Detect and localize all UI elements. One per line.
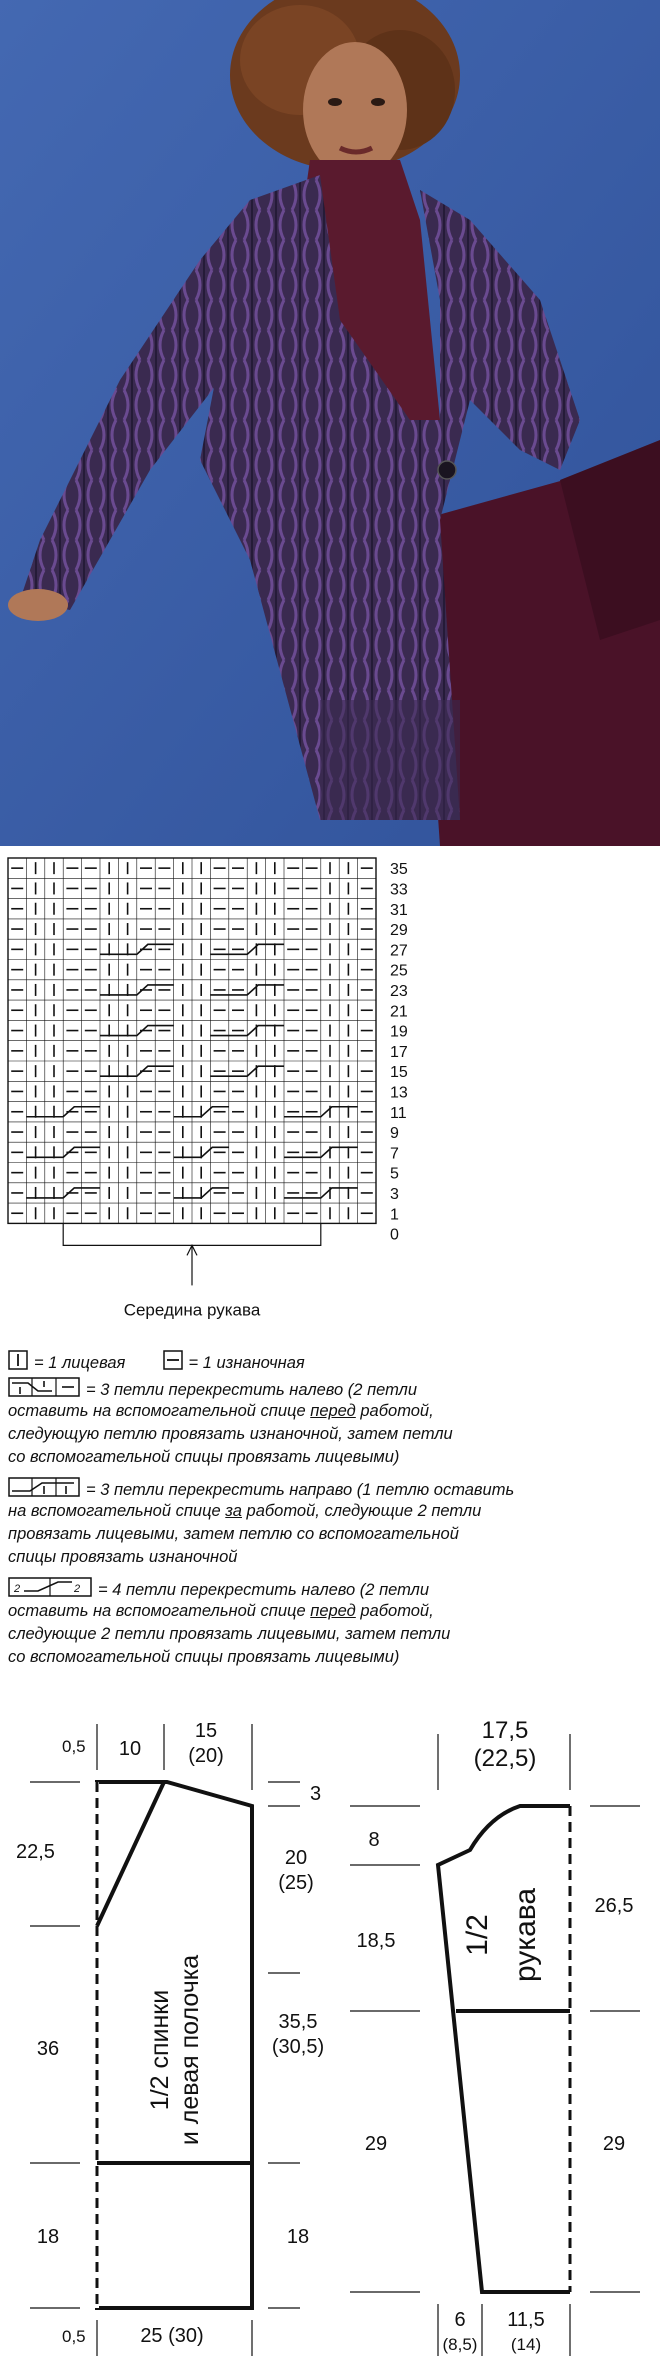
dim-back-15: 15 (195, 1720, 217, 1742)
cable-cross (284, 1105, 358, 1118)
dim-back-25b: (25) (278, 1872, 314, 1894)
sleeve-outline (435, 1804, 570, 2294)
row-number: 27 (390, 942, 408, 959)
legend-knit-text: = 1 лицевая (34, 1353, 126, 1372)
cable-cross (210, 1024, 284, 1037)
dim-back-20b: 20 (285, 1847, 307, 1869)
row-number: 5 (390, 1166, 399, 1183)
model-photo (0, 0, 660, 846)
cable-cross (173, 1146, 229, 1159)
dim-back-18-left: 18 (37, 2226, 59, 2248)
row-number: 29 (390, 922, 408, 939)
cable-cross (100, 943, 174, 956)
centre-bracket (62, 1223, 322, 1246)
legend-purl-text: = 1 изнаночная (188, 1353, 305, 1372)
legend-left4: 2 2 = 4 петли перекрестить налево (2 пет… (8, 1577, 648, 1604)
row-number: 23 (390, 983, 408, 1000)
cable-cross (26, 1146, 100, 1159)
dim-back-18-right: 18 (287, 2226, 309, 2248)
row-number: 17 (390, 1044, 408, 1061)
dim-back-3: 3 (310, 1783, 321, 1805)
row-number: 0 (390, 1227, 399, 1244)
row-number: 13 (390, 1084, 408, 1101)
legend-left4-num-a: 2 (13, 1583, 20, 1595)
cable-cross (173, 1105, 229, 1118)
back-front-schematic (30, 1724, 300, 2356)
dim-back-10: 10 (119, 1738, 141, 1760)
dim-back-36: 36 (37, 2038, 59, 2060)
cardigan-sleeve-left (20, 200, 250, 610)
cross-left-4-symbol: 2 2 (8, 1577, 92, 1604)
sleeve-label-1: 1/2 (461, 1914, 494, 1956)
dim-sleeve-6: 6 (454, 2309, 465, 2331)
cardigan-sleeve-right (470, 220, 580, 470)
row-number: 35 (390, 861, 408, 878)
dim-sleeve-18-5: 18,5 (357, 1930, 396, 1952)
face (303, 42, 407, 178)
sleeve-schematic (350, 1734, 640, 2356)
cable-cross (210, 943, 284, 956)
cable-cross (210, 1065, 284, 1077)
cable-cross (173, 1187, 229, 1199)
cable-cross (100, 1024, 174, 1037)
dim-sleeve-8-5: (8,5) (443, 2335, 478, 2354)
knitting-chart: 35333129272523211917151311975310Середина… (7, 857, 408, 1319)
row-number: 25 (390, 963, 408, 980)
row-number: 7 (390, 1145, 399, 1162)
row-number: 1 (390, 1206, 399, 1223)
dim-sleeve-14: (14) (511, 2335, 541, 2354)
dim-back-0-5-top: 0,5 (62, 1737, 86, 1756)
row-number: 19 (390, 1024, 408, 1041)
legend-left4-num-b: 2 (73, 1583, 80, 1595)
centre-sleeve-label: Середина рукава (124, 1300, 261, 1319)
cable-cross (100, 984, 174, 996)
cable-cross (210, 984, 284, 996)
back-label-2: и левая полочка (176, 1955, 204, 2145)
dim-sleeve-29-left: 29 (365, 2133, 387, 2155)
row-number: 11 (390, 1105, 407, 1122)
dim-back-22-5: 22,5 (16, 1841, 55, 1863)
cardigan (200, 175, 560, 820)
purl-symbol (162, 1350, 183, 1377)
cross-right-3-symbol (8, 1477, 80, 1504)
dim-sleeve-29-right: 29 (603, 2133, 625, 2155)
dim-sleeve-17-5: 17,5 (482, 1717, 529, 1744)
cardigan-button (437, 460, 457, 480)
cable-cross (26, 1105, 100, 1118)
cable-cross (284, 1146, 358, 1159)
dim-sleeve-22-5: (22,5) (474, 1745, 537, 1772)
dim-sleeve-26-5: 26,5 (595, 1895, 634, 1917)
cable-cross (284, 1187, 358, 1199)
row-number: 33 (390, 881, 408, 898)
dim-back-25-30: 25 (30) (140, 2325, 203, 2347)
sleeve-label-2: рукава (509, 1888, 542, 1982)
legend-left3: = 3 петли перекрестить налево (2 петли (8, 1377, 648, 1404)
back-outline (95, 1780, 254, 2310)
cross-left-3-symbol (8, 1377, 80, 1404)
knit-symbol (8, 1350, 28, 1377)
legend-basic-row: = 1 лицевая = 1 изнаночная (8, 1350, 648, 1377)
neckline (95, 1781, 166, 1927)
cable-cross (26, 1187, 100, 1199)
hand-left (8, 589, 68, 621)
dim-back-0-5-bottom: 0,5 (62, 2327, 86, 2346)
row-number: 9 (390, 1125, 399, 1142)
row-number: 3 (390, 1186, 399, 1203)
dim-back-30-5: (30,5) (272, 2036, 324, 2058)
dim-back-20: (20) (188, 1745, 224, 1767)
dim-back-35-5: 35,5 (279, 2011, 318, 2033)
row-number: 21 (390, 1003, 408, 1020)
back-label-1: 1/2 спинки (146, 1990, 174, 2110)
chart-legend: = 1 лицевая = 1 изнаночная = 3 петли пер… (0, 1346, 660, 1698)
row-number: 15 (390, 1064, 408, 1081)
row-number: 31 (390, 902, 408, 919)
legend-right3: = 3 петли перекрестить направо (1 петлю … (8, 1477, 648, 1504)
dim-sleeve-8: 8 (368, 1829, 379, 1851)
dim-sleeve-11-5: 11,5 (507, 2309, 544, 2331)
pattern-schematics: 1/2 спинки и левая полочка 0,5 10 15 (20… (16, 1717, 640, 2356)
cable-cross (100, 1065, 174, 1077)
